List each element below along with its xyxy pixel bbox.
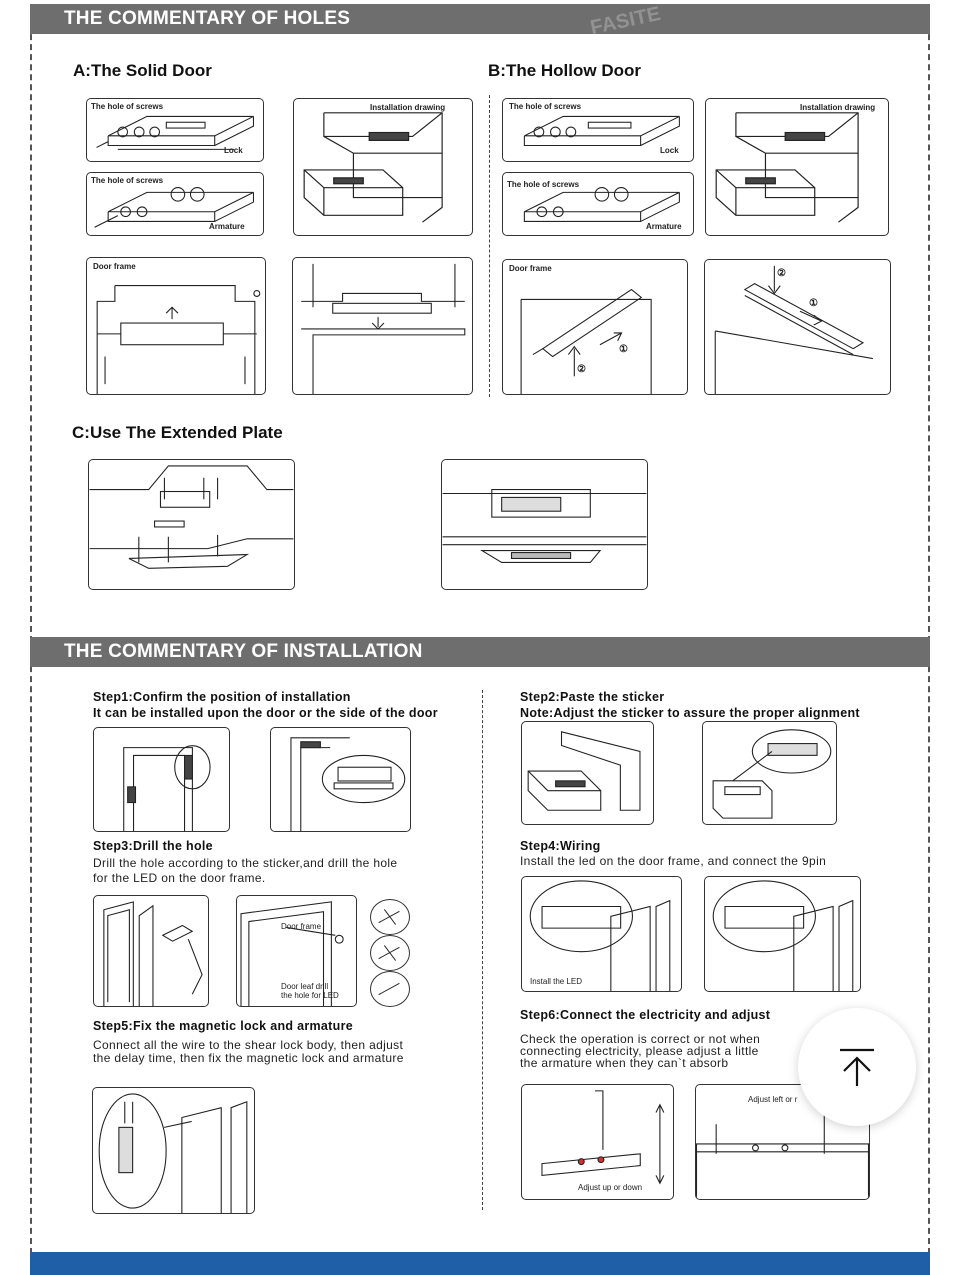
armature-holes-label: The hole of screws (91, 176, 164, 185)
step6-text-line2: connecting electricity, please adjust a … (520, 1044, 759, 1058)
extended-plate-figure-2 (441, 459, 648, 590)
step3-figure-2: Door frame Door leaf drill the hole for … (236, 895, 357, 1007)
extended-plate-title: C:Use The Extended Plate (72, 423, 283, 442)
step4-title: Step4:Wiring (520, 839, 601, 853)
step2-title: Step2:Paste the sticker (520, 690, 665, 704)
hollow-mounting-figure: ② ① (704, 259, 891, 395)
hollow-installation-drawing: Installation drawing (705, 98, 889, 236)
mark-2: ② (577, 364, 586, 375)
hollow-installation-label: Installation drawing (800, 103, 876, 112)
hollow-lock-holes-label: The hole of screws (509, 102, 582, 111)
step4-led-label: Install the LED (530, 977, 583, 986)
step3-drill-label-2: the hole for LED (281, 991, 339, 1000)
hollow-lock-label: Lock (660, 146, 679, 155)
step3-detail-2 (370, 935, 410, 971)
step1-figure-1 (93, 727, 230, 832)
bottom-bar (30, 1252, 930, 1275)
section-title-installation: THE COMMENTARY OF INSTALLATION (64, 641, 423, 662)
step2-figure-2 (702, 721, 837, 825)
hollow-door-title: B:The Hollow Door (488, 61, 641, 80)
step3-title: Step3:Drill the hole (93, 839, 213, 853)
solid-armature-holes-figure: The hole of screws Armature (86, 172, 264, 236)
step3-text-line1: Drill the hole according to the sticker,… (93, 856, 398, 870)
step5-text-line2: the delay time, then fix the magnetic lo… (93, 1051, 404, 1065)
mark-1: ① (619, 344, 628, 355)
hollow-armature-label: Armature (646, 222, 682, 231)
step4-figure-1: Install the LED (521, 876, 682, 992)
hollow-lock-holes-figure: The hole of screws Lock (502, 98, 694, 162)
page-frame (30, 4, 930, 1254)
mark-1-mount: ① (809, 298, 818, 309)
lock-label: Lock (224, 146, 243, 155)
armature-label: Armature (209, 222, 245, 231)
step2-text: Note:Adjust the sticker to assure the pr… (520, 706, 860, 720)
step5-text-line1: Connect all the wire to the shear lock b… (93, 1038, 404, 1052)
solid-door-frame-figure: Door frame (86, 257, 266, 395)
step6-figure-1: Adjust up or down (521, 1084, 674, 1200)
lock-holes-label: The hole of screws (91, 102, 164, 111)
hollow-door-frame-label: Door frame (509, 264, 552, 273)
step3-detail-3 (370, 971, 410, 1007)
step6-text-line3: the armature when they can`t absorb (520, 1056, 729, 1070)
step3-text-line2: for the LED on the door frame. (93, 871, 266, 885)
step5-title: Step5:Fix the magnetic lock and armature (93, 1019, 353, 1033)
step5-figure (92, 1087, 255, 1214)
step6-title: Step6:Connect the electricity and adjust (520, 1008, 771, 1022)
hollow-armature-holes-label: The hole of screws (507, 180, 580, 189)
hollow-armature-holes-figure: The hole of screws Armature (502, 172, 694, 236)
solid-lock-holes-figure: The hole of screws Lock (86, 98, 264, 162)
step4-figure-2 (704, 876, 861, 992)
scroll-to-top-button[interactable] (798, 1008, 916, 1126)
door-frame-label: Door frame (93, 262, 136, 271)
holes-divider (489, 95, 490, 397)
mark-2-mount: ② (777, 268, 786, 279)
adjust-left-right-label: Adjust left or r (748, 1095, 798, 1104)
installation-drawing-label: Installation drawing (370, 103, 446, 112)
section-header-installation: THE COMMENTARY OF INSTALLATION (30, 637, 930, 667)
step1-text: It can be installed upon the door or the… (93, 706, 438, 720)
install-divider (482, 690, 483, 1210)
adjust-up-down-label: Adjust up or down (578, 1183, 643, 1192)
hollow-door-frame-figure: Door frame ① ② (502, 259, 688, 395)
solid-door-title: A:The Solid Door (73, 61, 212, 80)
section-title-holes: THE COMMENTARY OF HOLES (64, 8, 351, 29)
step1-figure-2 (270, 727, 411, 832)
step3-figure-1 (93, 895, 209, 1007)
step1-title: Step1:Confirm the position of installati… (93, 690, 351, 704)
solid-installation-drawing: Installation drawing (293, 98, 473, 236)
extended-plate-figure-1 (88, 459, 295, 590)
step3-door-frame-label: Door frame (281, 922, 322, 931)
step2-figure-1 (521, 721, 654, 825)
step3-drill-label-1: Door leaf drill (281, 982, 329, 991)
section-header-holes: THE COMMENTARY OF HOLES FASITE (30, 3, 930, 39)
step3-detail-1 (370, 899, 410, 935)
step4-text: Install the led on the door frame, and c… (520, 854, 827, 868)
solid-mounting-figure (292, 257, 473, 395)
step6-text-line1: Check the operation is correct or not wh… (520, 1032, 761, 1046)
arrow-up-to-top-icon (840, 1048, 874, 1086)
